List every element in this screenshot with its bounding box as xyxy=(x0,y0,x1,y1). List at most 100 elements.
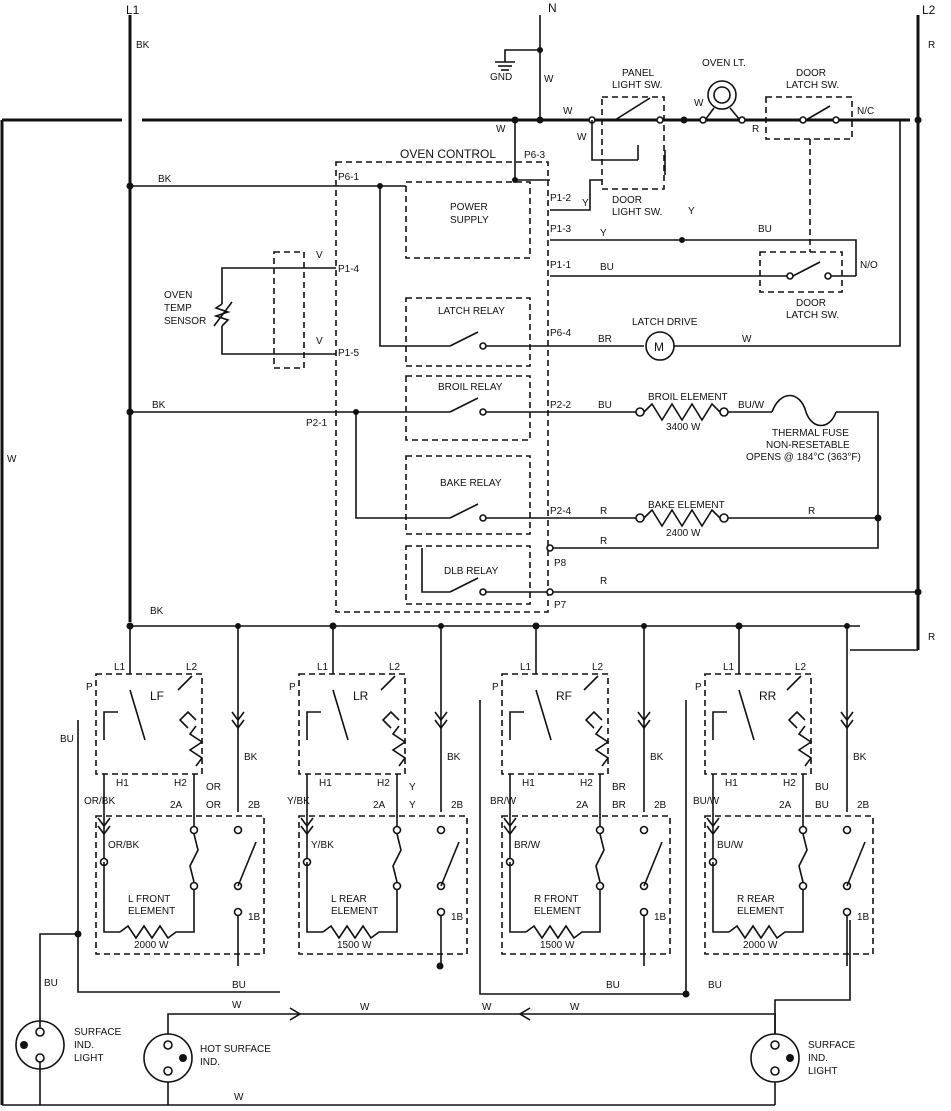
wire-bk: BK xyxy=(136,40,150,51)
terminal-1b: 1B xyxy=(451,912,464,923)
wire-bu: BU xyxy=(598,400,612,411)
h2-wire-color: OR xyxy=(206,800,221,811)
no-label: N/O xyxy=(860,260,878,271)
element-box-lr xyxy=(298,815,468,955)
wire-w: W xyxy=(570,1002,580,1013)
element-name-rf: ELEMENT xyxy=(534,906,581,917)
element-name-rf: R FRONT xyxy=(534,894,578,905)
power-supply-label-2: SUPPLY xyxy=(450,215,489,226)
wire-r: R xyxy=(752,124,759,135)
wire-bu: BU xyxy=(708,980,722,991)
wire-w: W xyxy=(482,1002,492,1013)
switch-code-lr: LR xyxy=(353,689,369,703)
power-supply-label-1: POWER xyxy=(450,202,488,213)
element-name-lf: ELEMENT xyxy=(128,906,175,917)
switch-code-lf: LF xyxy=(150,689,164,703)
surface-indicator-left xyxy=(15,930,82,1105)
wire-bk: BK xyxy=(150,606,164,617)
wire-bu: BU xyxy=(44,978,58,989)
wire-y: Y xyxy=(688,206,695,217)
pin-p1-4: P1-4 xyxy=(338,264,360,275)
temp-sensor-label-1: OVEN xyxy=(164,290,192,301)
broil-element-label: BROIL ELEMENT xyxy=(648,392,728,403)
door-latch-switch-bottom xyxy=(759,251,843,293)
panel-light-switch xyxy=(601,96,665,190)
element-box-rf xyxy=(501,815,671,955)
hot-surface-indicator xyxy=(143,1013,440,1105)
bake-relay-label: BAKE RELAY xyxy=(440,478,502,489)
door-latch-sw-bottom-label-2: LATCH SW. xyxy=(786,310,839,321)
surface-ind-right-3: LIGHT xyxy=(808,1066,837,1077)
wire-w: W xyxy=(7,454,17,465)
pin-p2-1: P2-1 xyxy=(306,418,328,429)
terminal-h2: H2 xyxy=(783,778,796,789)
terminal-p: P xyxy=(86,682,93,693)
terminal-h1: H1 xyxy=(319,778,332,789)
terminal-l1: L1 xyxy=(317,662,329,673)
h2-wire-color: BR xyxy=(612,800,626,811)
temp-sensor-label-2: TEMP xyxy=(164,303,192,314)
wire-y: Y xyxy=(582,198,589,209)
terminal-l2: L2 xyxy=(186,662,198,673)
terminal-h2: H2 xyxy=(580,778,593,789)
wire-w: W xyxy=(496,124,506,135)
wire-bk: BK xyxy=(152,400,166,411)
latch-relay-label: LATCH RELAY xyxy=(438,306,505,317)
h2-wire-color: Y xyxy=(409,800,416,811)
power-supply xyxy=(405,181,531,259)
element-name-rr: ELEMENT xyxy=(737,906,784,917)
wire-w: W xyxy=(563,106,573,117)
element-watts-lr: 1500 W xyxy=(337,940,372,951)
door-light-sw-label-2: LIGHT SW. xyxy=(612,207,662,218)
hot-surface-label-2: IND. xyxy=(200,1057,220,1068)
switch-housing-rr xyxy=(704,673,812,775)
surface-ind-left-3: LIGHT xyxy=(74,1053,103,1064)
terminal-2a: 2A xyxy=(576,800,589,811)
terminal-h1: H1 xyxy=(522,778,535,789)
terminal-h2: H2 xyxy=(377,778,390,789)
wire-bk: BK xyxy=(650,752,664,763)
l1-label: L1 xyxy=(126,3,140,17)
terminal-h1: H1 xyxy=(116,778,129,789)
element-watts-lf: 2000 W xyxy=(134,940,169,951)
h1-wire-color: OR/BK xyxy=(84,796,115,807)
surface-indicator-right xyxy=(440,920,851,1105)
wire-r: R xyxy=(928,632,935,643)
surface-ind-right-1: SURFACE xyxy=(808,1040,856,1051)
terminal-2a: 2A xyxy=(779,800,792,811)
terminal-l2: L2 xyxy=(592,662,604,673)
pin-p7: P7 xyxy=(554,600,567,611)
bake-element-label: BAKE ELEMENT xyxy=(648,500,725,511)
h1-wire-color: BR/W xyxy=(514,840,541,851)
switch-code-rf: RF xyxy=(556,689,572,703)
panel-light-sw-label-1: PANEL xyxy=(622,68,654,79)
door-light-sw-label-1: DOOR xyxy=(612,195,642,206)
wire-w: W xyxy=(232,1000,242,1011)
broil-relay xyxy=(405,375,531,441)
terminal-l1: L1 xyxy=(723,662,735,673)
h2-wire-color: OR xyxy=(206,782,221,793)
terminal-2b: 2B xyxy=(451,800,464,811)
wire-w: W xyxy=(360,1002,370,1013)
door-latch-sw-top-label-1: DOOR xyxy=(796,68,826,79)
door-latch-switch-top xyxy=(765,96,853,140)
surface-ind-left-2: IND. xyxy=(74,1040,94,1051)
oven-light-icon xyxy=(707,80,737,110)
wire-bk: BK xyxy=(158,174,172,185)
wire-r: R xyxy=(928,40,935,51)
temp-sensor-connector xyxy=(273,251,305,369)
oven-control-title: OVEN CONTROL xyxy=(400,147,496,161)
oven-control-box xyxy=(335,161,549,613)
thermal-fuse-label-2: NON-RESETABLE xyxy=(766,440,850,451)
wire-bu: BU xyxy=(600,262,614,273)
terminal-l1: L1 xyxy=(520,662,532,673)
terminal-h1: H1 xyxy=(725,778,738,789)
terminal-l2: L2 xyxy=(795,662,807,673)
nc-label: N/C xyxy=(857,106,874,117)
h1-wire-color: BU/W xyxy=(693,796,720,807)
switch-code-rr: RR xyxy=(759,689,777,703)
terminal-1b: 1B xyxy=(248,912,261,923)
h2-wire-color: Y xyxy=(409,782,416,793)
